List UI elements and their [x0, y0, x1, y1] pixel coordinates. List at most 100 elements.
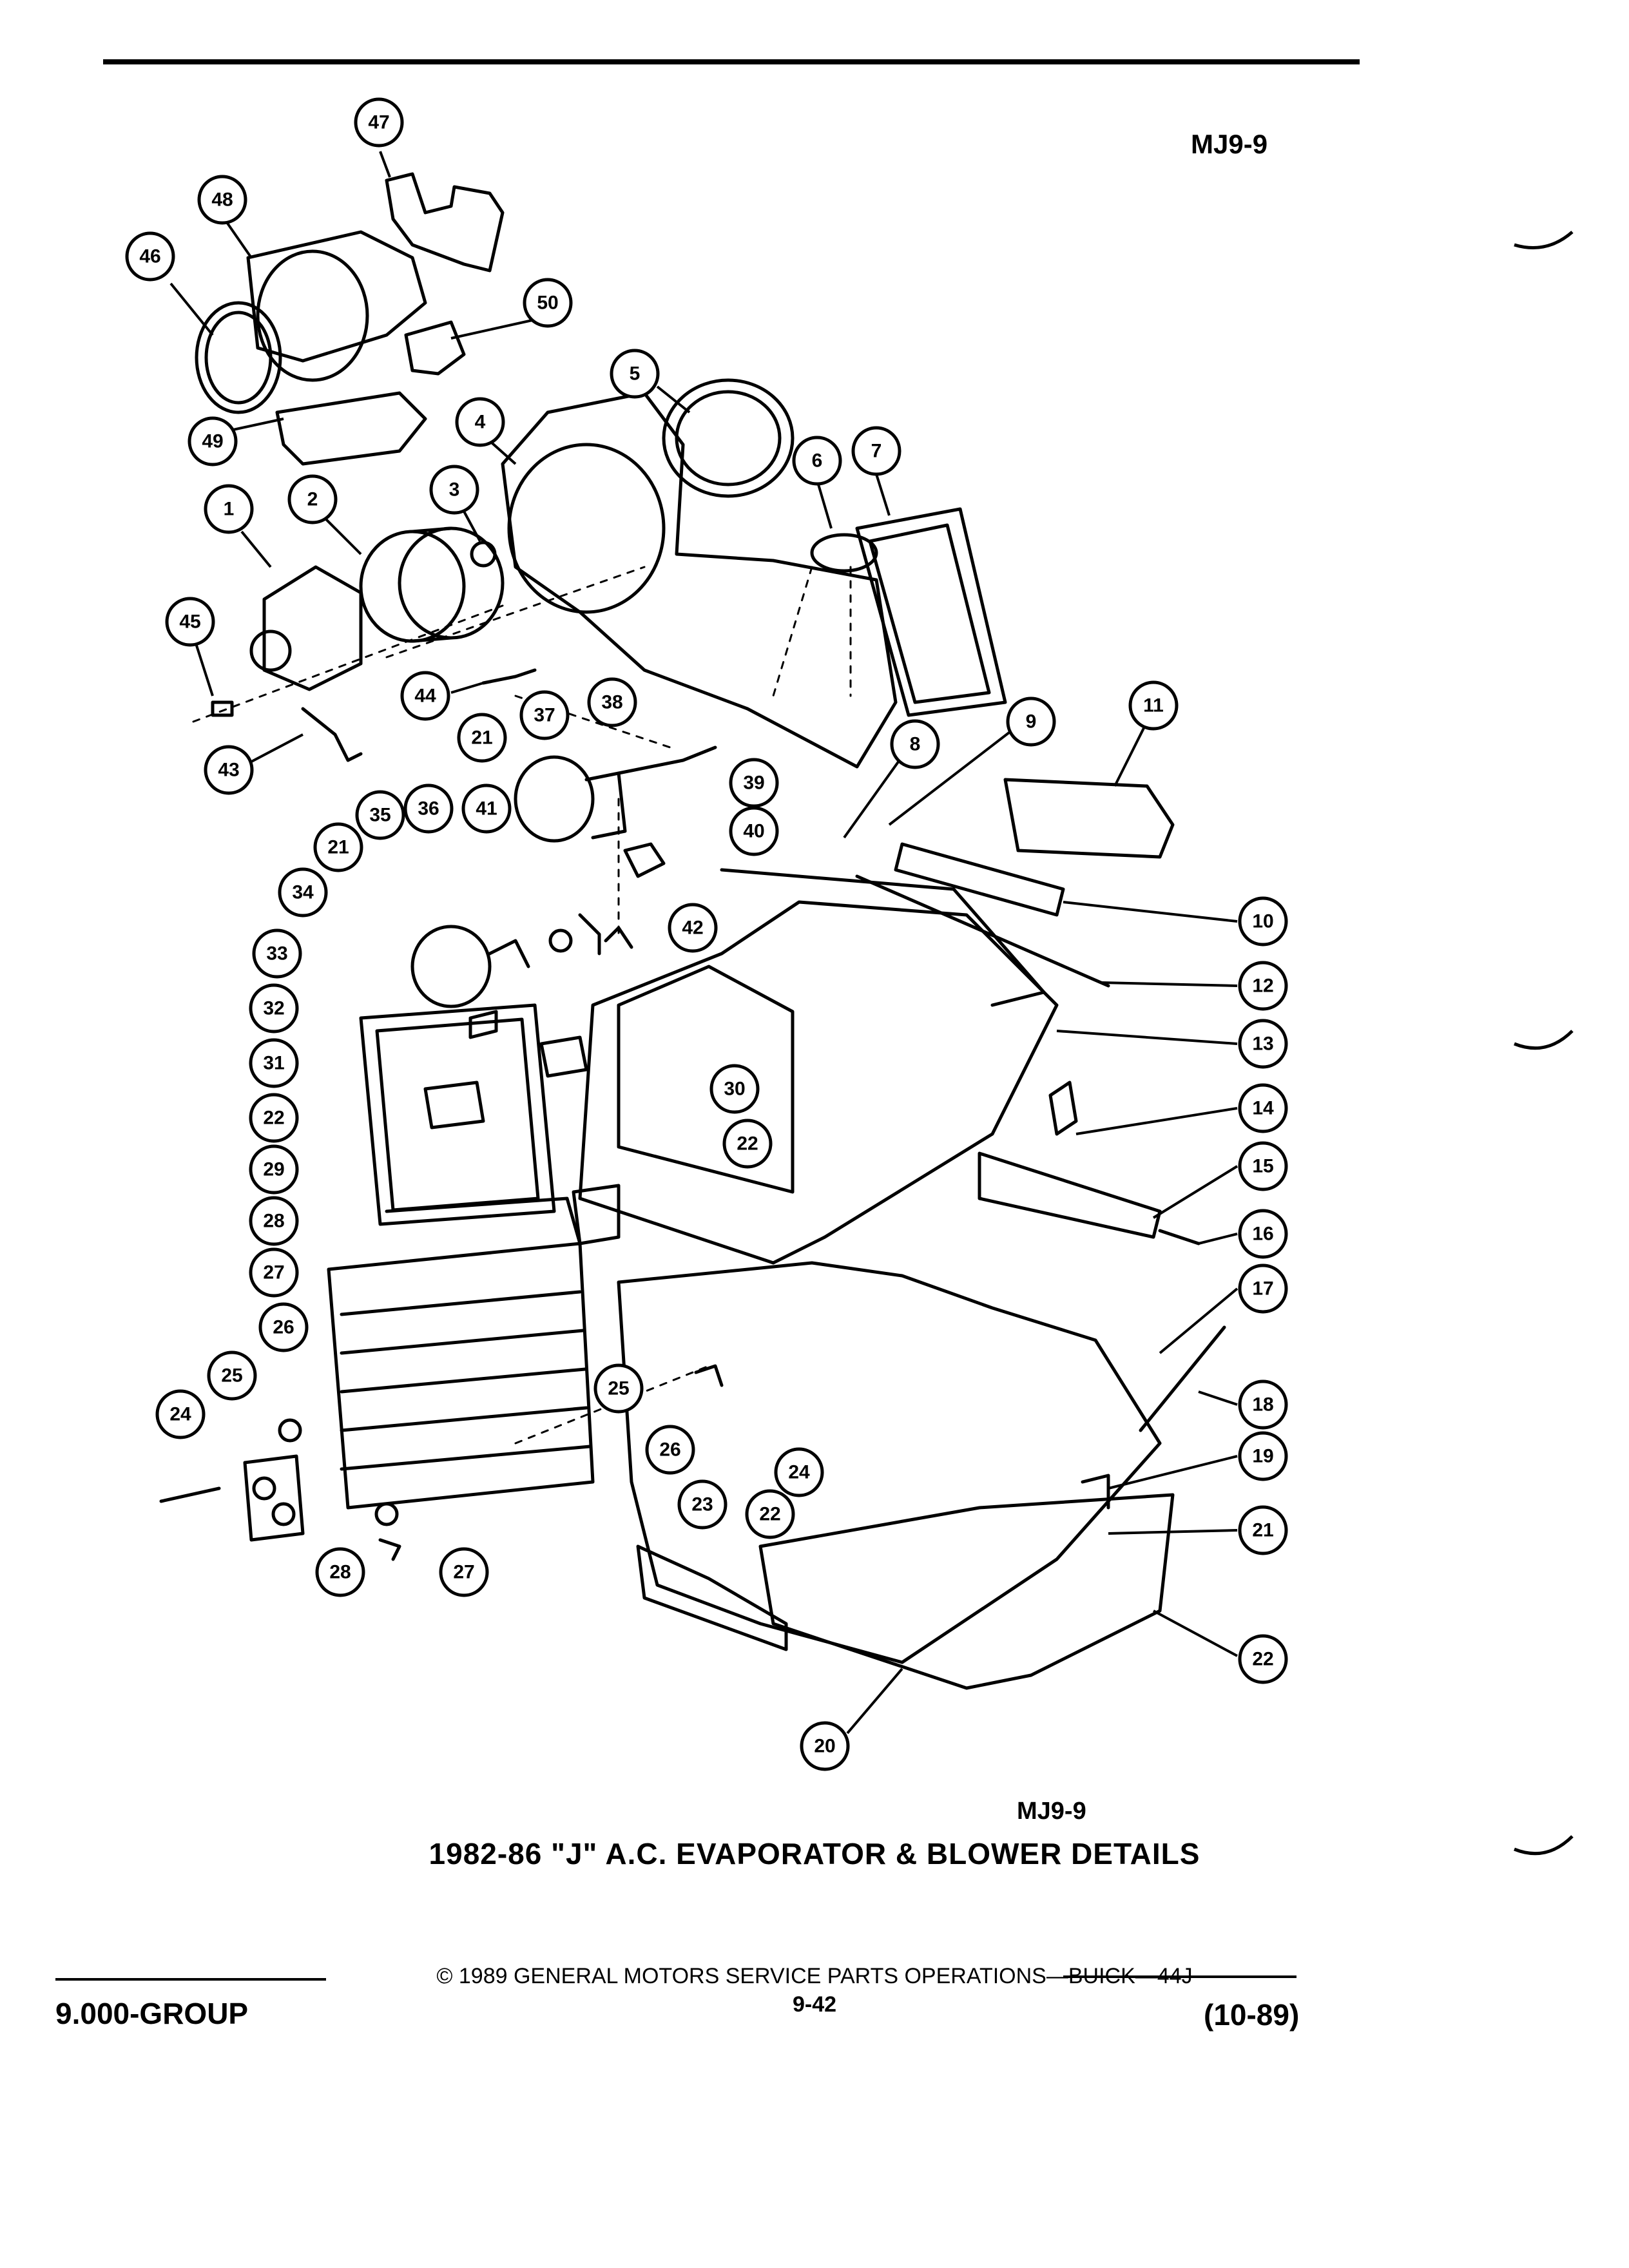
callout-35	[709, 1064, 760, 1114]
svg-text:25: 25	[221, 1365, 242, 1387]
callout-49	[400, 671, 450, 721]
callout-22	[745, 1489, 795, 1539]
svg-text:37: 37	[534, 705, 555, 726]
callout-55	[523, 278, 573, 328]
part-29-valve	[159, 1486, 221, 1503]
callout-23	[677, 1479, 728, 1530]
svg-text:22: 22	[737, 1133, 758, 1155]
callout-14	[1238, 1083, 1288, 1133]
callout-38	[252, 928, 302, 979]
part-4-blower-housing	[501, 391, 898, 769]
svg-text:21: 21	[1252, 1520, 1273, 1541]
part-19-bracket	[1081, 1474, 1110, 1510]
part-26-clip	[694, 1364, 724, 1387]
part-33-seal	[385, 1196, 582, 1245]
svg-text:11: 11	[1143, 695, 1164, 716]
callout-52	[354, 97, 404, 148]
svg-text:28: 28	[329, 1562, 351, 1583]
part-51-seal	[195, 301, 282, 414]
svg-text:21: 21	[471, 727, 492, 749]
part-27-screw	[378, 1538, 401, 1561]
svg-text:14: 14	[1252, 1098, 1274, 1119]
callout-13	[1238, 1019, 1288, 1069]
callout-51	[125, 231, 175, 282]
callout-21	[457, 713, 507, 763]
binder-mark	[1514, 1030, 1574, 1050]
svg-text:35: 35	[369, 805, 390, 826]
callout-41	[403, 783, 454, 834]
svg-text:50: 50	[537, 293, 558, 314]
svg-text:43: 43	[218, 760, 239, 781]
svg-text:31: 31	[263, 1053, 284, 1074]
part-54-gasket	[275, 391, 427, 466]
part-10-strip	[894, 842, 1065, 917]
part-32-evaporator-core	[327, 1242, 595, 1510]
svg-text:5: 5	[630, 363, 641, 385]
callout-17	[1238, 1264, 1288, 1314]
part-43-link	[617, 745, 717, 775]
svg-text:29: 29	[263, 1159, 284, 1180]
callout-3	[429, 465, 479, 515]
svg-text:39: 39	[743, 773, 764, 794]
svg-text:27: 27	[263, 1262, 284, 1283]
svg-text:44: 44	[414, 686, 436, 707]
svg-text:46: 46	[139, 246, 160, 267]
callout-36	[249, 1038, 299, 1088]
callout-39	[278, 867, 328, 918]
svg-text:4: 4	[475, 412, 486, 433]
callout-32	[249, 1247, 299, 1298]
callout-9	[1006, 697, 1056, 747]
callout-21	[313, 822, 363, 872]
svg-text:27: 27	[453, 1562, 474, 1583]
svg-text:1: 1	[224, 499, 235, 520]
callout-16	[1238, 1209, 1288, 1259]
part-28-nut	[374, 1502, 399, 1526]
callout-22	[1238, 1634, 1288, 1684]
svg-text:48: 48	[211, 189, 233, 211]
svg-text:22: 22	[759, 1504, 780, 1525]
svg-text:17: 17	[1252, 1278, 1273, 1300]
part-53-duct	[246, 230, 427, 363]
callout-2	[287, 474, 338, 524]
svg-text:6: 6	[812, 450, 823, 472]
callout-31	[258, 1302, 309, 1352]
svg-text:22: 22	[263, 1108, 284, 1129]
svg-text:15: 15	[1252, 1156, 1273, 1177]
footer-date: (10-89)	[1204, 1998, 1300, 2032]
callout-22	[722, 1119, 773, 1169]
callout-7	[851, 426, 901, 476]
part-17-lower-case	[617, 1261, 1162, 1664]
svg-text:12: 12	[1252, 975, 1273, 997]
svg-text:19: 19	[1252, 1446, 1273, 1467]
part-41-lever	[578, 913, 601, 956]
part-18-rod	[1139, 1325, 1226, 1432]
callout-21	[1238, 1505, 1288, 1555]
part-6-plate	[810, 533, 878, 573]
callout-46	[461, 783, 512, 834]
svg-text:24: 24	[169, 1404, 191, 1425]
part-15-strip	[978, 1151, 1162, 1239]
svg-text:30: 30	[724, 1079, 745, 1100]
callout-15	[1238, 1141, 1288, 1191]
callout-47	[668, 903, 718, 953]
part-40-clip	[548, 928, 573, 953]
svg-text:42: 42	[682, 918, 703, 939]
part-45-bracket	[623, 842, 666, 878]
callout-37	[249, 983, 299, 1033]
callout-24	[774, 1447, 824, 1497]
svg-text:7: 7	[871, 441, 882, 462]
svg-text:47: 47	[368, 112, 389, 133]
footer-group: 9.000-GROUP	[55, 1997, 249, 2030]
part-30-block	[243, 1454, 305, 1542]
svg-text:36: 36	[418, 798, 439, 820]
svg-text:18: 18	[1252, 1394, 1273, 1416]
callout-8	[890, 719, 940, 769]
top-rule	[103, 59, 1360, 64]
svg-text:34: 34	[292, 882, 314, 903]
part-3-nut	[470, 541, 497, 568]
part-48-drain	[301, 707, 363, 762]
callout-50	[165, 597, 215, 647]
part-42-actuator	[514, 755, 595, 843]
part-23-bracket	[636, 1544, 788, 1651]
